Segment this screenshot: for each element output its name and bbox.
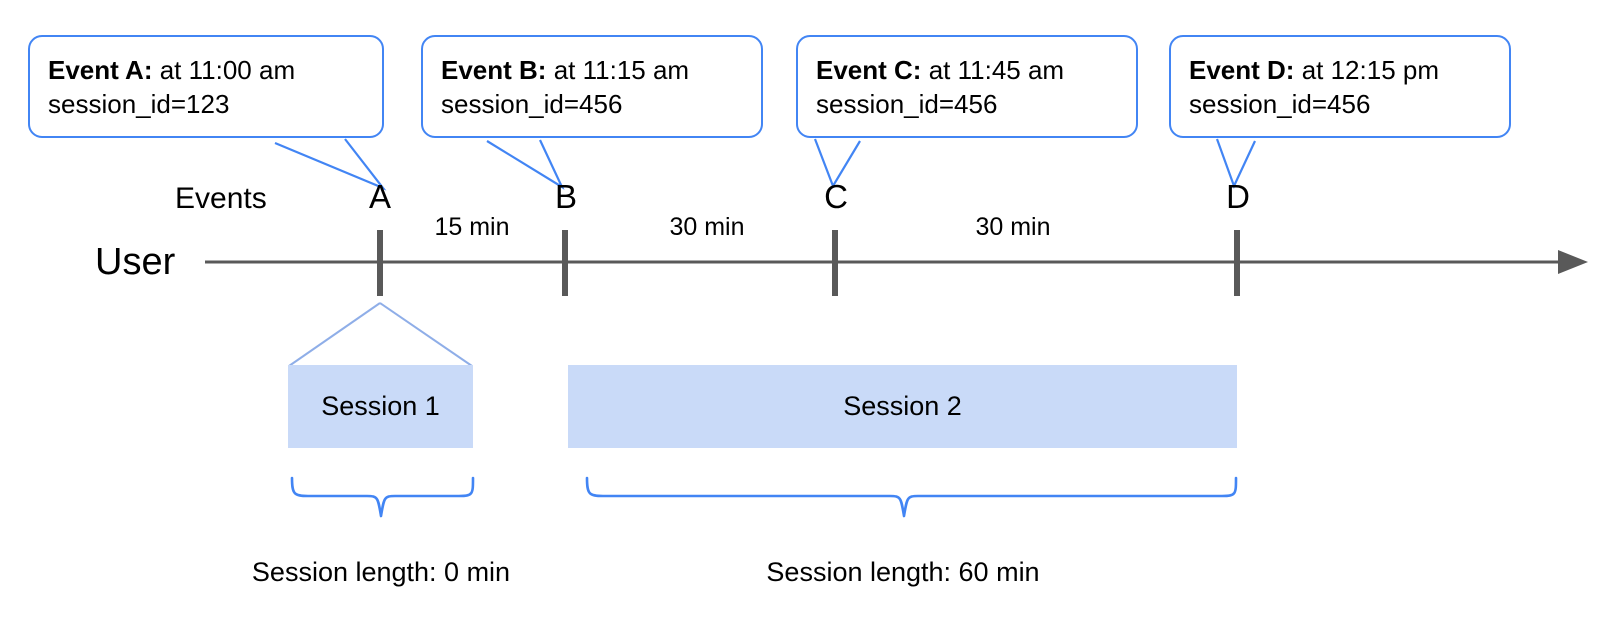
event-letter-a: A	[368, 178, 392, 215]
timeline-axis	[205, 250, 1588, 274]
session1-brace	[290, 476, 475, 518]
session1-connector	[288, 302, 473, 367]
callout-event-d[interactable]: Event D: at 12:15 pm session_id=456	[1169, 35, 1511, 138]
session-bar-1-label: Session 1	[321, 391, 440, 421]
interval-label-c-d: 30 min	[975, 213, 1051, 241]
interval-label-b-c: 30 min	[669, 213, 745, 241]
callout-c-session: session_id=456	[816, 89, 998, 120]
callout-event-a[interactable]: Event A: at 11:00 am session_id=123	[28, 35, 384, 138]
callout-b-time: at 11:15 am	[546, 55, 690, 85]
session-length-1: Session length: 0 min	[251, 557, 511, 587]
event-letter-d: D	[1226, 178, 1250, 215]
callout-tails	[274, 138, 1256, 191]
session-bar-2[interactable]: Session 2	[568, 365, 1237, 448]
events-row-label: Events	[175, 182, 267, 215]
callout-a-session: session_id=123	[48, 89, 230, 120]
callout-c-time: at 11:45 am	[921, 55, 1065, 85]
session-bar-2-label: Session 2	[843, 391, 962, 421]
session2-brace	[585, 476, 1238, 518]
callout-b-lead: Event B:	[441, 55, 547, 85]
callout-a-time: at 11:00 am	[152, 55, 296, 85]
callout-c-lead: Event C:	[816, 55, 922, 85]
callout-d-session: session_id=456	[1189, 89, 1371, 120]
callout-d-lead: Event D:	[1189, 55, 1295, 85]
callout-a-lead: Event A:	[48, 55, 153, 85]
callout-event-b[interactable]: Event B: at 11:15 am session_id=456	[421, 35, 763, 138]
event-letter-c: C	[824, 178, 848, 215]
callout-d-time: at 12:15 pm	[1294, 55, 1440, 85]
interval-label-a-b: 15 min	[434, 213, 510, 241]
callout-event-c[interactable]: Event C: at 11:45 am session_id=456	[796, 35, 1138, 138]
user-row-label: User	[95, 241, 176, 283]
callout-b-session: session_id=456	[441, 89, 623, 120]
event-letter-b: B	[554, 178, 578, 215]
session-bar-1[interactable]: Session 1	[288, 365, 473, 448]
callout-tail-b	[486, 139, 565, 190]
callout-tail-a	[274, 138, 387, 191]
session-length-2: Session length: 60 min	[766, 557, 1040, 587]
